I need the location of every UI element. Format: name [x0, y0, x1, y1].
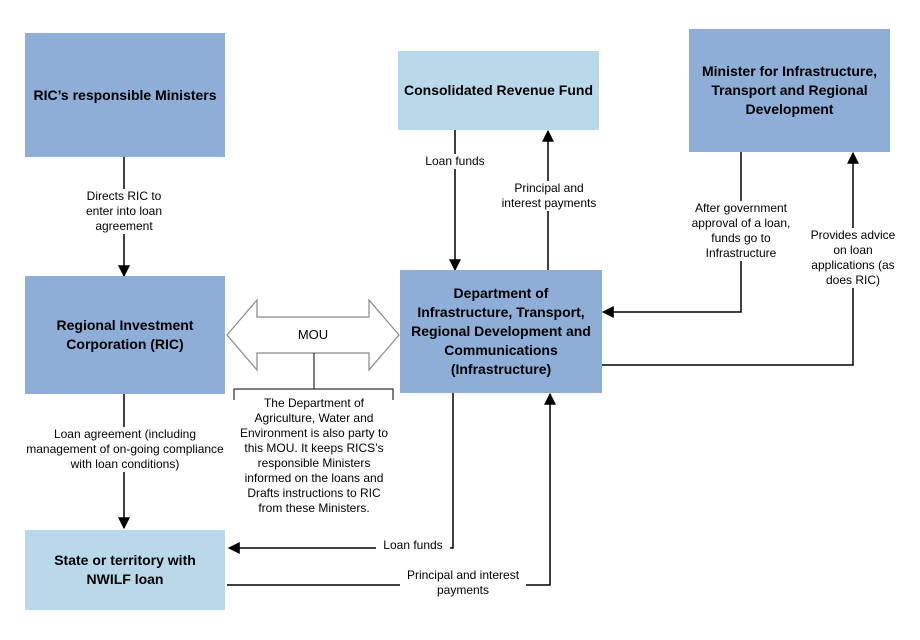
arrow-state-to-dept — [227, 392, 556, 586]
node-state-territory: State or territory with NWILF loan — [25, 530, 225, 610]
label-mou: MOU — [297, 327, 329, 342]
node-ric: Regional Investment Corporation (RIC) — [25, 276, 225, 394]
label-principal-crf: Principal and interest payments — [493, 181, 605, 211]
mou-note: The Department of Agriculture, Water and… — [239, 396, 389, 515]
node-consolidated-revenue-fund: Consolidated Revenue Fund — [398, 51, 599, 130]
node-minister-infrastructure: Minister for Infrastructure, Transport a… — [689, 29, 890, 152]
label-principal-state: Principal and interest payments — [400, 568, 526, 598]
mou-double-arrow — [226, 298, 400, 372]
arrow-dept-to-state — [227, 393, 454, 554]
arrow-dept-to-minister — [602, 151, 859, 366]
mou-note-bracket — [233, 388, 394, 400]
label-provides-advice: Provides advice on loan applications (as… — [805, 228, 901, 288]
node-department-infrastructure: Department of Infrastructure, Transport,… — [400, 270, 602, 393]
label-loan-funds-crf: Loan funds — [418, 154, 492, 169]
node-ric-ministers: RIC’s responsible Ministers — [25, 33, 225, 157]
label-after-approval: After government approval of a loan, fun… — [684, 201, 798, 261]
label-directs-ric: Directs RIC to enter into loan agreement — [72, 189, 176, 234]
label-loan-agreement: Loan agreement (including management of … — [22, 427, 228, 472]
label-loan-funds-state: Loan funds — [376, 538, 450, 553]
